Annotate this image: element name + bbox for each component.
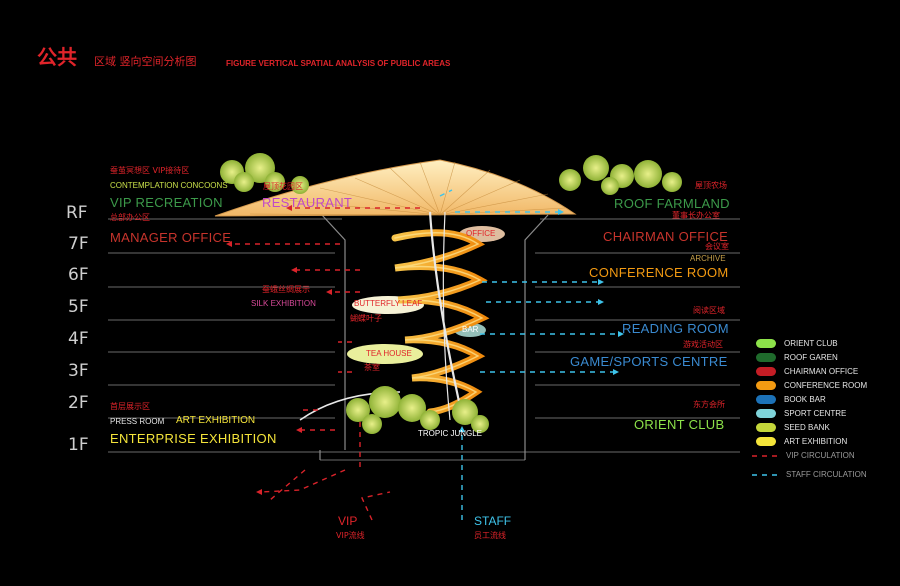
label-restaurant-cn: 屋顶花园区 xyxy=(263,182,303,191)
label-archive: ARCHIVE xyxy=(690,254,726,263)
vip-circulation xyxy=(230,207,420,521)
label-art-exhibition: ART EXHIBITION xyxy=(176,415,256,426)
atrium-walls xyxy=(319,214,549,460)
roof-trees-left xyxy=(220,153,309,194)
label-office: OFFICE xyxy=(466,229,496,238)
label-contemplation: CONTEMPLATION CONCOONS xyxy=(110,181,228,190)
legend-staff-circulation: STAFF CIRCULATION xyxy=(786,470,867,479)
legend-vip-circulation: VIP CIRCULATION xyxy=(786,451,855,460)
label-club-cn: 东方会所 xyxy=(693,400,725,409)
label-vip-cn: VIP流线 xyxy=(336,531,365,540)
floor-label-2f: 2F xyxy=(68,393,89,413)
label-farmland-cn: 屋顶农场 xyxy=(695,181,727,190)
spiral-ramp xyxy=(391,229,490,416)
label-silk-exhibition: SILK EXHIBITION xyxy=(251,299,316,308)
label-roof-farmland: ROOF FARMLAND xyxy=(614,196,730,211)
vip-arrowheads xyxy=(226,205,332,495)
label-chairman-cn: 董事长办公室 xyxy=(672,211,720,220)
legend-swatch xyxy=(756,339,776,348)
label-tea-cn: 茶室 xyxy=(364,363,380,372)
label-exhibition-cn: 首层展示区 xyxy=(110,402,150,411)
label-butterfly-leaf: BUTTERFLY LEAF xyxy=(354,299,423,308)
label-manager-office: MANAGER OFFICE xyxy=(110,230,232,245)
label-reading-cn: 阅读区域 xyxy=(693,306,725,315)
label-restaurant: RESTAURANT xyxy=(262,195,353,210)
label-press-room: PRESS ROOM xyxy=(110,417,165,426)
label-conference-cn: 会议室 xyxy=(705,242,729,251)
label-tea-house: TEA HOUSE xyxy=(366,349,412,358)
label-bar: BAR xyxy=(462,325,479,334)
pod-tea-house xyxy=(347,344,423,364)
title-sub: 区域 竖向空间分析图 xyxy=(94,55,197,68)
floor-label-5f: 5F xyxy=(68,297,89,317)
legend-swatch xyxy=(756,367,776,376)
legend-swatch xyxy=(756,409,776,418)
label-staff-cn: 员工流线 xyxy=(474,531,506,540)
label-vip-recreation: VIP RECREATION xyxy=(110,195,223,210)
floor-label-4f: 4F xyxy=(68,329,89,349)
label-staff: STAFF xyxy=(474,514,512,528)
label-office-cn: 总部办公区 xyxy=(110,213,150,222)
legend-swatch xyxy=(756,437,776,446)
legend-swatch xyxy=(756,381,776,390)
label-silk-cn: 蚕蛾丝绸展示 xyxy=(262,285,310,294)
label-butterfly-cn: 蝴蝶叶子 xyxy=(350,314,382,323)
title-main: 公共 xyxy=(37,45,77,69)
label-orient-club: ORIENT CLUB xyxy=(634,417,725,432)
circulation-legend-lines xyxy=(752,455,780,476)
label-enterprise-exhibition: ENTERPRISE EXHIBITION xyxy=(110,431,277,446)
label-tropic-jungle: TROPIC JUNGLE xyxy=(418,429,483,438)
floor-slabs xyxy=(108,218,740,461)
legend-swatch xyxy=(756,353,776,362)
canopy-ribs xyxy=(249,161,566,216)
floor-label-rf: RF xyxy=(66,203,88,223)
label-rf-cn: 蚕茧冥想区 VIP接待区 xyxy=(110,166,190,175)
roof-trees-right xyxy=(559,155,682,195)
legend-swatch xyxy=(756,423,776,432)
staff-arrowheads xyxy=(459,209,624,432)
label-chairman-office: CHAIRMAN OFFICE xyxy=(603,229,729,244)
label-vip: VIP xyxy=(338,514,358,528)
label-game-cn: 游戏活动区 xyxy=(683,340,723,349)
floor-label-7f: 7F xyxy=(68,234,89,254)
jungle-trees xyxy=(346,386,489,434)
label-reading-room: READING ROOM xyxy=(622,321,729,336)
floor-label-3f: 3F xyxy=(68,361,89,381)
floor-label-1f: 1F xyxy=(68,435,89,455)
label-conference-room: CONFERENCE ROOM xyxy=(589,265,729,280)
floor-label-6f: 6F xyxy=(68,265,89,285)
label-game-sports: GAME/SPORTS CENTRE xyxy=(570,354,728,369)
legend-swatch xyxy=(756,395,776,404)
staff-circulation xyxy=(439,189,620,520)
title-en: FIGURE VERTICAL SPATIAL ANALYSIS OF PUBL… xyxy=(226,59,451,68)
